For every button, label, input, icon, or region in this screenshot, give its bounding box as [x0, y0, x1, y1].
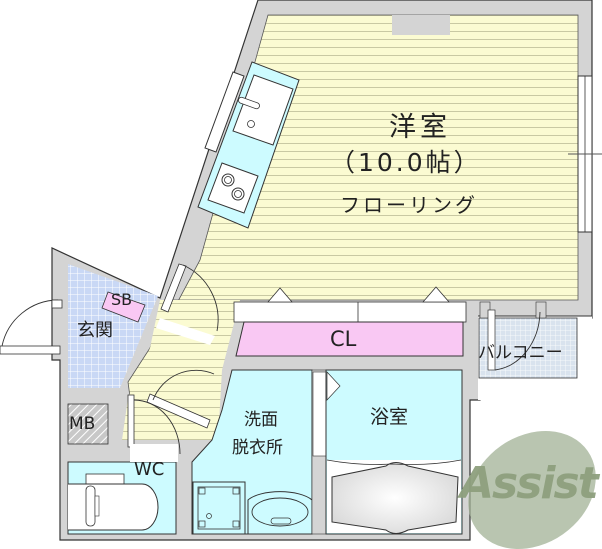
balcony-label: バルコニー: [478, 343, 563, 363]
washing-machine-pan: [192, 481, 246, 535]
drain-icon: [247, 120, 255, 128]
meter-box-label: MB: [69, 414, 96, 434]
kitchen-window: [204, 71, 245, 153]
balcony: [478, 301, 578, 379]
western-room-label: 洋室: [389, 112, 451, 143]
bathroom-label: 浴室: [370, 406, 409, 428]
closet-label: CL: [330, 327, 357, 351]
watermark-text: Assist: [460, 458, 599, 509]
toilet-room: [67, 461, 177, 535]
western-room-flooring: フローリング: [340, 193, 478, 217]
meter-box: [67, 403, 109, 445]
bath-door: [312, 371, 327, 457]
entrance-door-swing: [1, 299, 59, 347]
interior-doors: [127, 263, 219, 462]
western-room-size: （10.0帖）: [330, 148, 482, 177]
assist-logo-icon: [468, 431, 596, 549]
shoe-box-label: SB: [111, 290, 133, 309]
bathroom: [325, 369, 463, 535]
sink-icon: [232, 74, 294, 146]
stove-icon: [207, 162, 259, 214]
toilet-label: WC: [134, 459, 165, 480]
washroom-label-line1: 洗面: [244, 410, 278, 430]
closet: [233, 286, 467, 357]
entrance-label: 玄関: [77, 320, 113, 341]
faucet-icon: [238, 96, 260, 110]
bathtub-icon: [331, 462, 459, 534]
kitchen-counter: [197, 61, 300, 229]
washroom-label-line2: 脱衣所: [232, 438, 283, 458]
washroom: [191, 369, 313, 535]
toilet-icon: [68, 483, 159, 531]
shoe-box: [101, 291, 146, 323]
entrance: [0, 264, 158, 388]
